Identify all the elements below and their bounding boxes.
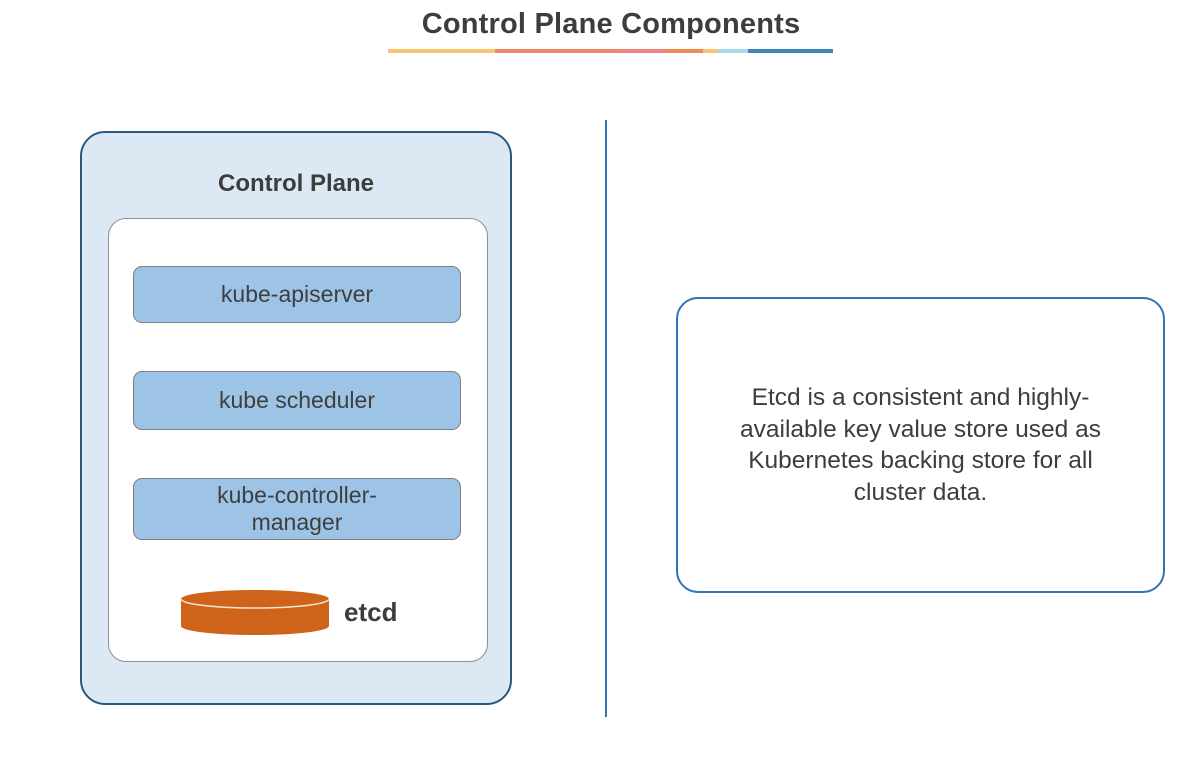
underline-segment	[388, 49, 495, 53]
page-title: Control Plane Components	[421, 8, 801, 40]
database-cylinder-icon	[180, 589, 330, 635]
component-label: kube-controller- manager	[217, 482, 377, 535]
underline-segment	[703, 49, 718, 53]
underline-segment	[667, 49, 703, 53]
component-label: kube-apiserver	[220, 281, 374, 307]
vertical-divider	[605, 120, 607, 717]
underline-segment	[495, 49, 613, 53]
components-panel: kube-apiserver kube scheduler kube-contr…	[108, 218, 488, 662]
component-box-kube-apiserver: kube-apiserver	[133, 266, 461, 323]
control-plane-title: Control Plane	[217, 170, 374, 197]
component-label: kube scheduler	[219, 387, 375, 413]
underline-segment	[748, 49, 833, 53]
underline-segment	[613, 49, 667, 53]
component-box-kube-controller-manager: kube-controller- manager	[133, 478, 461, 540]
etcd-info-box: Etcd is a consistent and highly- availab…	[676, 297, 1165, 593]
etcd-group: etcd	[180, 589, 397, 635]
control-plane-box: Control Plane kube-apiserver kube schedu…	[80, 131, 512, 705]
title-underline	[388, 49, 833, 53]
etcd-label: etcd	[344, 596, 398, 627]
component-box-kube-scheduler: kube scheduler	[133, 371, 461, 430]
etcd-info-text: Etcd is a consistent and highly- availab…	[740, 384, 1101, 506]
diagram-header: Control Plane Components	[388, 8, 834, 53]
underline-segment	[718, 49, 748, 53]
